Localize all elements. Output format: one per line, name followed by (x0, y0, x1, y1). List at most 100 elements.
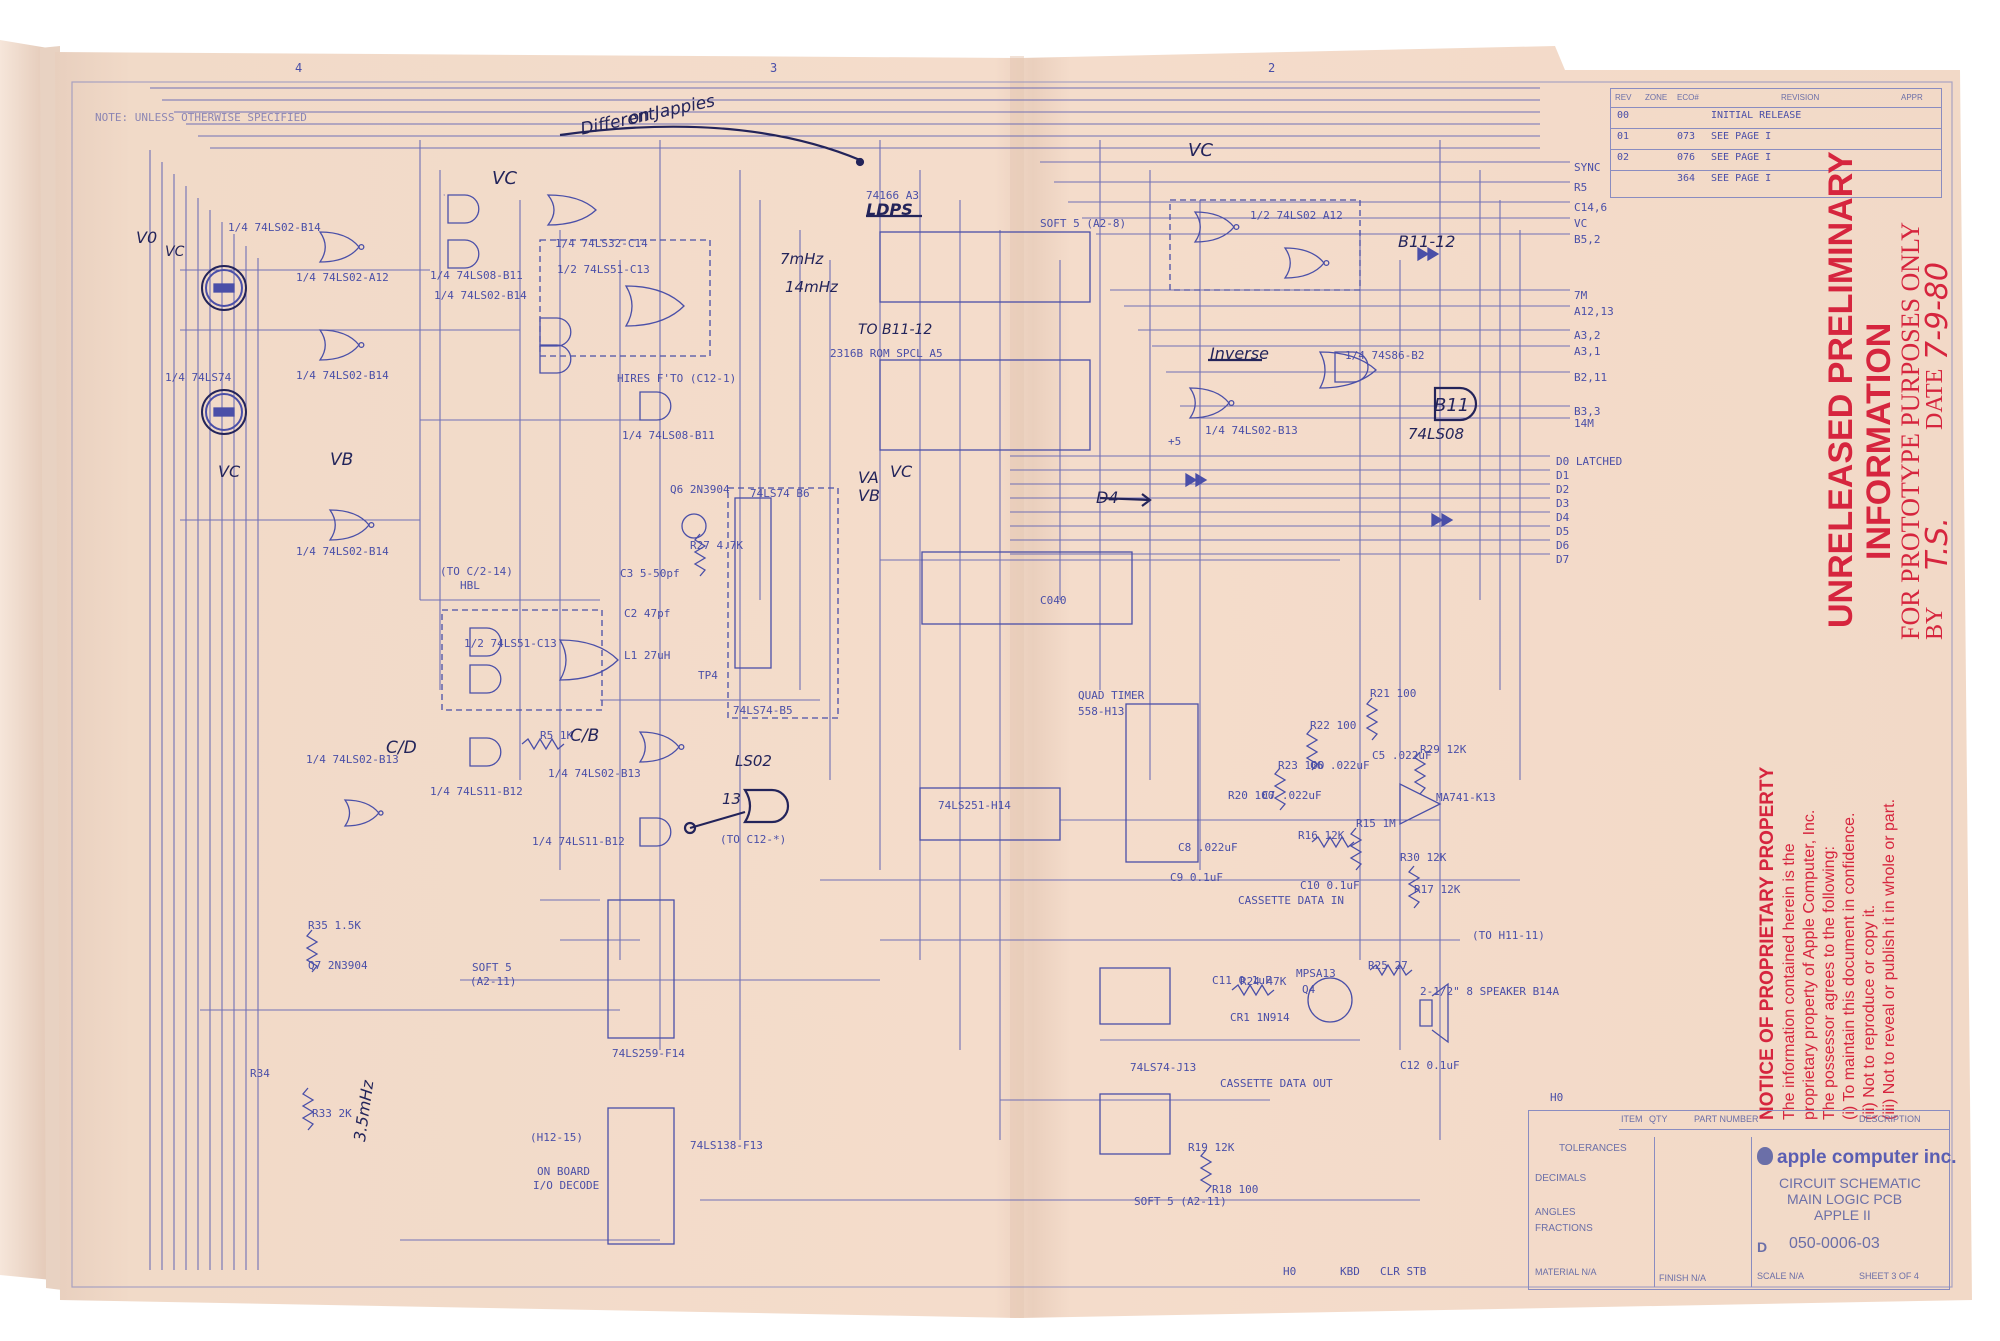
component-label: R5 1K (540, 730, 573, 741)
revision-header: REVISION (1781, 93, 1819, 102)
handwritten-note: VB (330, 450, 353, 470)
tb-title3: APPLE II (1814, 1207, 1871, 1223)
tb-scale: SCALE N/A (1757, 1271, 1804, 1281)
handwritten-note: D4 (1096, 488, 1119, 507)
title-block: ITEM QTY PART NUMBER DESCRIPTION TOLERAN… (1528, 1110, 1950, 1290)
component-label: Q6 2N3904 (670, 484, 730, 495)
revision-row (1611, 107, 1941, 108)
handwritten-note: Inverse (1210, 344, 1269, 363)
component-label: QUAD TIMER (1078, 690, 1144, 701)
zone-label: 2 (1268, 62, 1275, 74)
component-label: 1/4 74LS02-B14 (296, 370, 389, 381)
handwritten-note: VC (1188, 140, 1213, 161)
tb-part-number: PART NUMBER (1694, 1114, 1759, 1124)
component-label: 1/4 74LS74 (165, 372, 231, 383)
component-label: R18 100 (1212, 1184, 1258, 1195)
component-label: R35 1.5K (308, 920, 361, 931)
component-label: Q4 (1302, 984, 1315, 995)
revision-cell: 00 (1617, 111, 1629, 121)
handwritten-note: C/B (570, 726, 599, 746)
revision-row (1611, 149, 1941, 150)
stamp-line: UNRELEASED PRELIMINARY (1822, 151, 1861, 628)
revision-cell: INITIAL RELEASE (1711, 111, 1801, 121)
component-label: L1 27uH (624, 650, 670, 661)
component-label: 74LS138-F13 (690, 1140, 763, 1151)
component-label: C9 0.1uF (1170, 872, 1223, 883)
jumper-bar (214, 284, 234, 292)
component-label: CASSETTE DATA OUT (1220, 1078, 1333, 1089)
handwritten-note: VC (218, 462, 240, 481)
component-label: 74LS74-B5 (733, 705, 793, 716)
component-label: 1/4 74LS08-B11 (622, 430, 715, 441)
component-label: C6 .022uF (1310, 760, 1370, 771)
stamp-initials: T.S. (1920, 517, 1955, 570)
signal-name: D2 (1556, 484, 1569, 495)
component-label: SOFT 5 (A2-8) (1040, 218, 1126, 229)
tb-angles: ANGLES (1535, 1207, 1576, 1218)
revision-header: APPR (1901, 93, 1923, 102)
component-label: 1/4 74LS11-B12 (532, 836, 625, 847)
signal-name: D0 LATCHED (1556, 456, 1622, 467)
component-label: 1/4 74LS02-B13 (1205, 425, 1298, 436)
signal-name: A12,13 (1574, 306, 1614, 317)
component-label: R29 12K (1420, 744, 1466, 755)
stamp-by: BY (1922, 607, 1949, 640)
signal-name: A3,2 (1574, 330, 1601, 341)
component-label: 1/4 74LS02-B14 (228, 222, 321, 233)
tb-decimals: DECIMALS (1535, 1173, 1586, 1184)
component-label: R27 4.7K (690, 540, 743, 551)
signal-name: 7M (1574, 290, 1587, 301)
component-label: 1/2 74LS51-C13 (557, 264, 650, 275)
tb-drawing-number: 050-0006-03 (1789, 1235, 1880, 1253)
notice-line: (i) To maintain this document in confide… (1841, 813, 1859, 1120)
component-label: Q7 2N3904 (308, 960, 368, 971)
component-label: 1/2 74LS02 A12 (1250, 210, 1343, 221)
tb-title1: CIRCUIT SCHEMATIC (1779, 1175, 1921, 1191)
signal-name: D5 (1556, 526, 1569, 537)
signal-name: D7 (1556, 554, 1569, 565)
handwritten-note: VC (492, 168, 517, 189)
center-fold (1010, 56, 1024, 1318)
component-label: R34 (250, 1068, 270, 1079)
revision-cell: 02 (1617, 153, 1629, 163)
bottom-label: H0 (1283, 1266, 1296, 1277)
component-label: 1/4 74LS02-B14 (434, 290, 527, 301)
component-label: 1/4 74LS11-B12 (430, 786, 523, 797)
revision-cell: SEE PAGE I (1711, 174, 1771, 184)
component-label: (TO C/2-14) (440, 566, 513, 577)
component-label: MA741-K13 (1436, 792, 1496, 803)
notice-line: The information contained herein is the (1781, 843, 1799, 1120)
notice-line: (ii) Not to reproduce or copy it. (1861, 905, 1879, 1120)
revision-header: REV (1615, 93, 1631, 102)
revision-cell: SEE PAGE I (1711, 153, 1771, 163)
component-label: 1/4 74S86-B2 (1345, 350, 1424, 361)
tb-material: MATERIAL N/A (1535, 1267, 1597, 1277)
handwritten-note: LDPS (866, 200, 913, 219)
revision-cell: 073 (1677, 132, 1695, 142)
component-label: R16 12K (1298, 830, 1344, 841)
handwritten-note: TO B11-12 (858, 322, 932, 338)
handwritten-note: VC (890, 462, 912, 481)
handwritten-note: 74LS08 (1408, 425, 1464, 443)
component-label: MPSA13 (1296, 968, 1336, 979)
handwritten-note: 7mHz (780, 250, 823, 268)
component-label: 1/4 74LS02-B13 (306, 754, 399, 765)
component-label: C3 5-50pf (620, 568, 680, 579)
handwritten-note: V0 (136, 228, 157, 247)
component-label: CR1 1N914 (1230, 1012, 1290, 1023)
revision-cell: 01 (1617, 132, 1629, 142)
component-label: TP4 (698, 670, 718, 681)
component-label: R24 47K (1240, 976, 1286, 987)
component-label: R30 12K (1400, 852, 1446, 863)
tb-tolerances: TOLERANCES (1559, 1143, 1627, 1154)
component-label: R33 2K (312, 1108, 352, 1119)
signal-name: A3,1 (1574, 346, 1601, 357)
component-label: 1/4 74LS02-A12 (296, 272, 389, 283)
component-label: 2-1/2" 8 SPEAKER B14A (1420, 986, 1559, 997)
signal-name: B5,2 (1574, 234, 1601, 245)
signal-name: SYNC (1574, 162, 1601, 173)
handwritten-note: VA (858, 468, 879, 487)
component-label: 558-H13 (1078, 706, 1124, 717)
